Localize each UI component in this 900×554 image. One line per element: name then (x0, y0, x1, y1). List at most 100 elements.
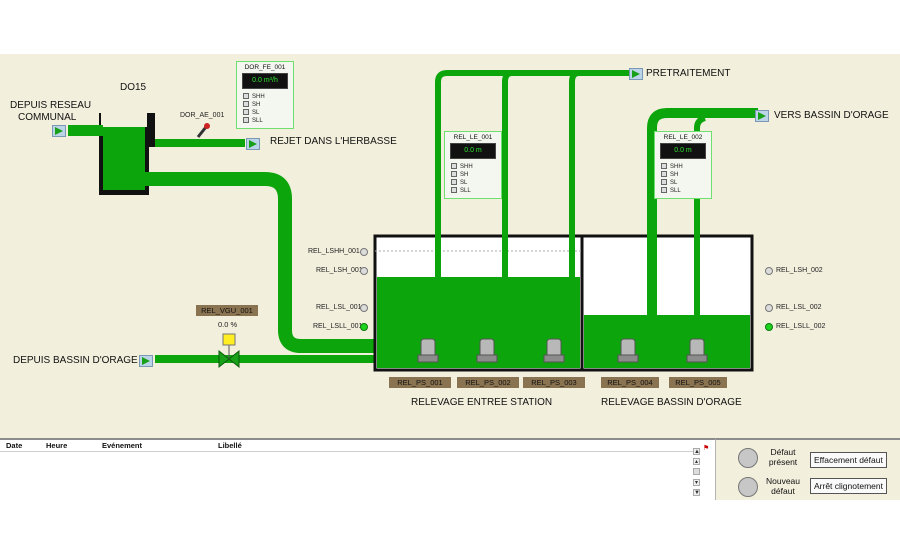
flag-label: SHH (252, 94, 265, 100)
lsw-label-lsll-002: REL_LSLL_002 (776, 323, 826, 330)
column-libelle[interactable]: Libellé (218, 441, 242, 450)
checkbox-icon (243, 117, 249, 124)
valve-symbol (218, 333, 240, 369)
checkbox-icon (451, 163, 457, 170)
pump-tag-2[interactable]: REL_PS_002 (457, 377, 519, 388)
flag-label: SLL (670, 188, 681, 194)
flag-label: SLL (460, 188, 471, 194)
checkbox-icon (451, 187, 457, 194)
arrow-reseau-icon (52, 125, 66, 137)
column-heure[interactable]: Heure (46, 441, 68, 450)
riser-4 (647, 108, 758, 350)
lsw-label-lshh-001: REL_LSHH_001 (308, 248, 360, 255)
meter-title: REL_LE_002 (663, 134, 703, 141)
lsw-label-lsl-002: REL_LSL_002 (776, 304, 822, 311)
label-depuis-reseau-1: DEPUIS RESEAU (10, 100, 92, 111)
led-lsh-001-icon (360, 267, 368, 275)
pump-tag-5[interactable]: REL_PS_005 (669, 377, 727, 388)
riser-5 (694, 115, 706, 350)
scroll-down-icon[interactable]: ▼ (693, 489, 700, 496)
pump-tag-1[interactable]: REL_PS_001 (389, 377, 451, 388)
label-relevage-bassin: RELEVAGE BASSIN D'ORAGE (601, 397, 742, 408)
lsw-label-lsh-002: REL_LSH_002 (776, 267, 823, 274)
checkbox-icon (451, 179, 457, 186)
label-depuis-reseau-2: COMMUNAL (18, 112, 77, 123)
arrow-pretraitement-icon (629, 68, 643, 80)
flag-label: SHH (460, 164, 473, 170)
arret-clignotement-button[interactable]: Arrêt clignotement (810, 478, 887, 494)
led-lsll-001-icon (360, 323, 368, 331)
checkbox-icon (243, 101, 249, 108)
meter-display: 0.0 m³/h (242, 73, 288, 89)
synoptic-panel: DEPUIS RESEAU COMMUNAL DO15 DOR_AE_001 R… (0, 54, 900, 500)
pump-3 (543, 338, 565, 363)
alarm-panel: Défaut présent Effacement défaut Nouveau… (716, 438, 900, 500)
riser-1 (435, 70, 630, 350)
filter-icon[interactable]: ⚑ (703, 445, 710, 452)
led-lshh-001-icon (360, 248, 368, 256)
meter-title: DOR_FE_001 (244, 64, 286, 71)
event-log[interactable]: Date Heure Evénement Libellé (0, 438, 716, 500)
pipe-do15-to-tank (145, 172, 378, 353)
led-lsl-002-icon (765, 304, 773, 312)
meter-title: REL_LE_001 (453, 134, 493, 141)
flag-label: SL (460, 180, 468, 186)
label-pretraitement: PRETRAITEMENT (646, 68, 731, 79)
tank-bassin-water (584, 315, 750, 368)
arrow-vers-bassin-icon (755, 110, 769, 122)
synoptic-drawing (68, 70, 758, 372)
label-relevage-entree: RELEVAGE ENTREE STATION (411, 397, 553, 408)
column-evenement[interactable]: Evénement (102, 441, 143, 450)
valve-tag[interactable]: REL_VGU_001 (196, 305, 258, 316)
flag-label: SLL (252, 118, 263, 124)
riser-3 (569, 70, 580, 350)
label-defaut-present: Défaut présent (768, 447, 798, 467)
event-log-scrollbar[interactable]: ▲ ▴ ▾ ▼ (693, 448, 701, 498)
meter-rel-le-002[interactable]: REL_LE_002 0.0 m SHH SH SL SLL (654, 131, 712, 199)
meter-rel-le-001[interactable]: REL_LE_001 0.0 m SHH SH SL SLL (444, 131, 502, 199)
pipe-rejet (155, 139, 245, 147)
meter-display: 0.0 m (450, 143, 496, 159)
flag-label: SH (252, 102, 261, 108)
label-dor-ae: DOR_AE_001 (180, 112, 225, 119)
riser-2 (502, 70, 513, 350)
lamp-defaut-present-icon (738, 448, 758, 468)
label-nouveau-defaut: Nouveau défaut (765, 476, 801, 496)
pipe-depuis-bassin (155, 355, 377, 363)
label-do15: DO15 (120, 82, 147, 93)
effacement-defaut-button[interactable]: Effacement défaut (810, 452, 887, 468)
meter-display: 0.0 m (660, 143, 706, 159)
arrow-rejet-icon (246, 138, 260, 150)
flag-label: SHH (670, 164, 683, 170)
flag-label: SH (460, 172, 469, 178)
tank-entree-water (377, 277, 580, 368)
led-lsh-002-icon (765, 267, 773, 275)
do15-water (103, 127, 145, 190)
pump-tag-4[interactable]: REL_PS_004 (601, 377, 659, 388)
label-rejet: REJET DANS L'HERBASSE (270, 136, 397, 147)
pump-5 (686, 338, 708, 363)
page-down-icon[interactable]: ▾ (693, 479, 700, 486)
led-lsll-002-icon (765, 323, 773, 331)
page-up-icon[interactable]: ▴ (693, 458, 700, 465)
column-date[interactable]: Date (6, 441, 23, 450)
checkbox-icon (661, 171, 667, 178)
label-vers-bassin: VERS BASSIN D'ORAGE (774, 110, 889, 121)
meter-dor-fe[interactable]: DOR_FE_001 0.0 m³/h SHH SH SL SLL (236, 61, 294, 129)
lsw-label-lsl-001: REL_LSL_001 (316, 304, 362, 311)
checkbox-icon (661, 187, 667, 194)
scroll-thumb[interactable] (693, 468, 700, 475)
checkbox-icon (661, 163, 667, 170)
lamp-nouveau-defaut-icon (738, 477, 758, 497)
pump-2 (476, 338, 498, 363)
pump-4 (617, 338, 639, 363)
checkbox-icon (243, 93, 249, 100)
pipe-reseau (68, 125, 103, 136)
lsw-label-lsll-001: REL_LSLL_001 (313, 323, 363, 330)
flag-label: SL (252, 110, 260, 116)
scroll-up-icon[interactable]: ▲ (693, 448, 700, 455)
pump-tag-3[interactable]: REL_PS_003 (523, 377, 585, 388)
led-lsl-001-icon (360, 304, 368, 312)
valve-position: 0.0 % (218, 320, 238, 329)
pump-1 (417, 338, 439, 363)
